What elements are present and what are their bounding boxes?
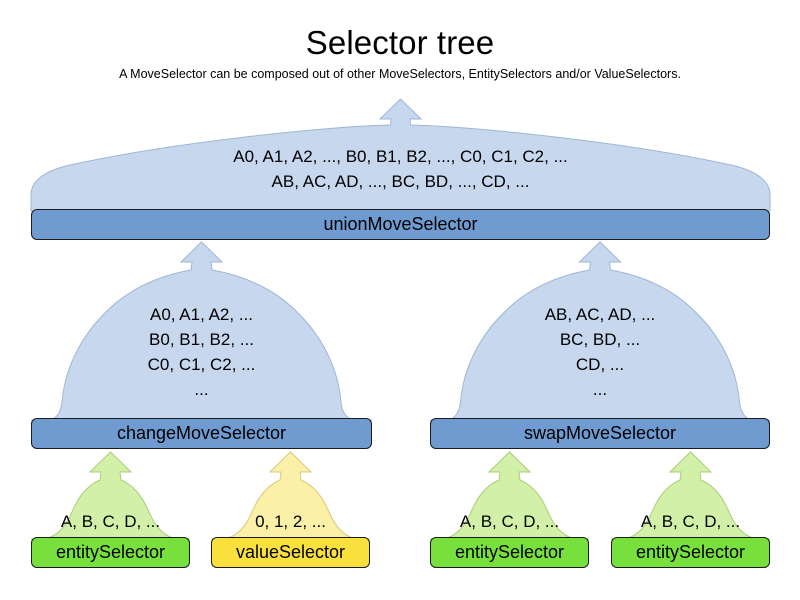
entity-selector-2-label[interactable]: entitySelector — [430, 537, 589, 568]
page-subtitle: A MoveSelector can be composed out of ot… — [119, 66, 681, 81]
change-balloon-shape — [31, 241, 372, 421]
page-title: Selector tree — [305, 24, 495, 61]
value1-balloon-shape — [210, 451, 371, 540]
node-entity-selector-1[interactable]: A, B, C, D, ... entitySelector — [30, 451, 191, 569]
swap-move-selector-label[interactable]: swapMoveSelector — [430, 418, 770, 449]
entity3-balloon-shape — [610, 451, 771, 540]
entity2-balloon-shape — [429, 451, 590, 540]
node-entity-selector-3[interactable]: A, B, C, D, ... entitySelector — [610, 451, 771, 569]
entity1-balloon-shape — [30, 451, 191, 540]
value-selector-1-label[interactable]: valueSelector — [211, 537, 370, 568]
node-swap-move-selector[interactable]: AB, AC, AD, ... BC, BD, ... CD, ... ... … — [430, 241, 770, 450]
node-entity-selector-2[interactable]: A, B, C, D, ... entitySelector — [429, 451, 590, 569]
entity-selector-3-label[interactable]: entitySelector — [611, 537, 770, 568]
swap-balloon-shape — [430, 241, 770, 421]
change-move-selector-label[interactable]: changeMoveSelector — [31, 418, 372, 449]
node-value-selector-1[interactable]: 0, 1, 2, ... valueSelector — [210, 451, 371, 569]
node-union-move-selector[interactable]: A0, A1, A2, ..., B0, B1, B2, ..., C0, C1… — [30, 98, 771, 240]
diagram-header: Selector tree A MoveSelector can be comp… — [0, 0, 800, 81]
union-balloon-shape — [30, 98, 771, 212]
entity-selector-1-label[interactable]: entitySelector — [31, 537, 190, 568]
node-change-move-selector[interactable]: A0, A1, A2, ... B0, B1, B2, ... C0, C1, … — [31, 241, 372, 450]
union-move-selector-label[interactable]: unionMoveSelector — [31, 209, 770, 240]
